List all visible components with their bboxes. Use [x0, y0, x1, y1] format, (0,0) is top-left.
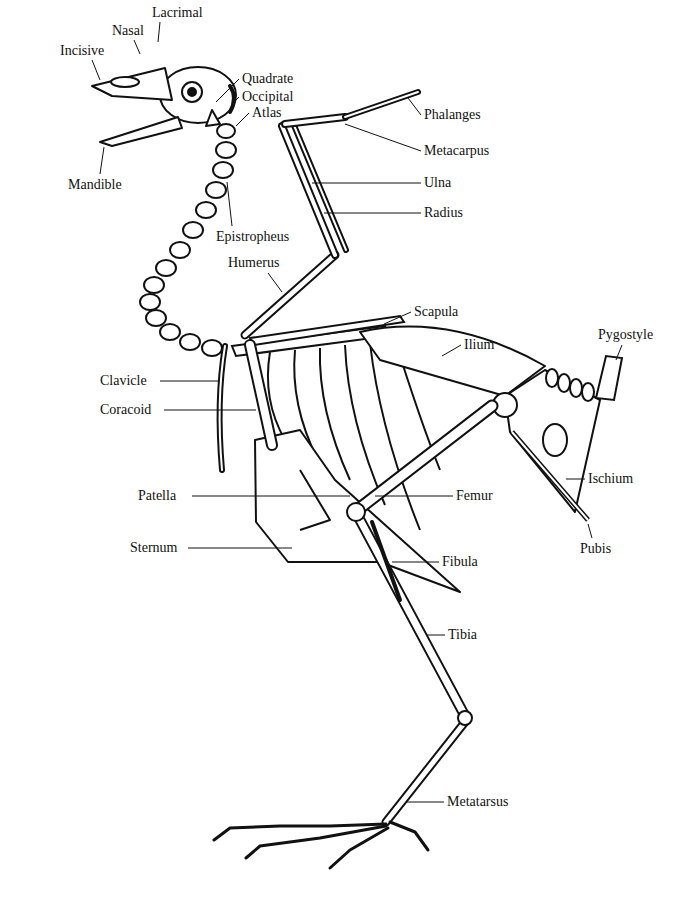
- leader-line: [566, 479, 585, 480]
- part-label: Radius: [424, 204, 463, 222]
- part-label: Incisive: [60, 42, 104, 60]
- leader-line: [312, 183, 421, 184]
- part-label: Patella: [138, 487, 176, 505]
- part-label: Humerus: [228, 254, 279, 272]
- part-label: Pubis: [580, 540, 611, 558]
- leader-line: [216, 79, 239, 102]
- leader-line: [188, 548, 292, 549]
- part-label: Metatarsus: [447, 793, 508, 811]
- part-label: Ilium: [464, 336, 494, 354]
- part-label: Tibia: [448, 626, 477, 644]
- part-label: Ulna: [424, 174, 451, 192]
- leader-line: [588, 524, 592, 538]
- part-label: Sternum: [130, 539, 177, 557]
- part-label: Atlas: [252, 104, 282, 122]
- part-label: Ischium: [588, 470, 633, 488]
- leader-line: [408, 98, 421, 115]
- leg: [347, 406, 492, 822]
- part-label: Epistropheus: [216, 228, 289, 246]
- leader-line: [375, 496, 453, 497]
- leader-line: [158, 22, 160, 42]
- part-label: Femur: [456, 487, 493, 505]
- leader-line: [324, 213, 421, 214]
- part-label: Quadrate: [242, 70, 293, 88]
- leader-line: [442, 345, 461, 356]
- part-label: Fibula: [442, 553, 478, 571]
- part-label: Scapula: [414, 303, 458, 321]
- leader-line: [345, 124, 421, 151]
- leader-line: [134, 40, 140, 54]
- part-label: Lacrimal: [152, 4, 203, 22]
- leader-line: [392, 562, 439, 563]
- tail: [546, 356, 622, 401]
- pelvis: [360, 327, 600, 520]
- leader-line: [192, 496, 350, 497]
- foot: [214, 822, 428, 868]
- leader-line: [92, 60, 100, 80]
- leader-line: [100, 147, 104, 174]
- leader-line: [384, 312, 411, 324]
- leader-line: [268, 273, 282, 292]
- part-label: Clavicle: [100, 372, 147, 390]
- shoulder-girdle: [220, 345, 272, 470]
- skull: [92, 67, 236, 146]
- leader-line: [426, 635, 445, 636]
- leader-lines: [92, 22, 622, 802]
- part-label: Nasal: [112, 22, 144, 40]
- part-label: Metacarpus: [424, 142, 489, 160]
- leader-line: [227, 182, 232, 226]
- part-label: Pygostyle: [598, 326, 653, 344]
- part-label: Mandible: [68, 176, 122, 194]
- part-label: Phalanges: [424, 106, 481, 124]
- leader-line: [160, 381, 218, 382]
- leader-line: [232, 97, 239, 104]
- leader-line: [406, 802, 444, 803]
- part-label: Occipital: [242, 88, 293, 106]
- leader-line: [236, 113, 249, 126]
- part-label: Coracoid: [100, 401, 151, 419]
- leader-line: [616, 345, 622, 360]
- leader-line: [164, 410, 256, 411]
